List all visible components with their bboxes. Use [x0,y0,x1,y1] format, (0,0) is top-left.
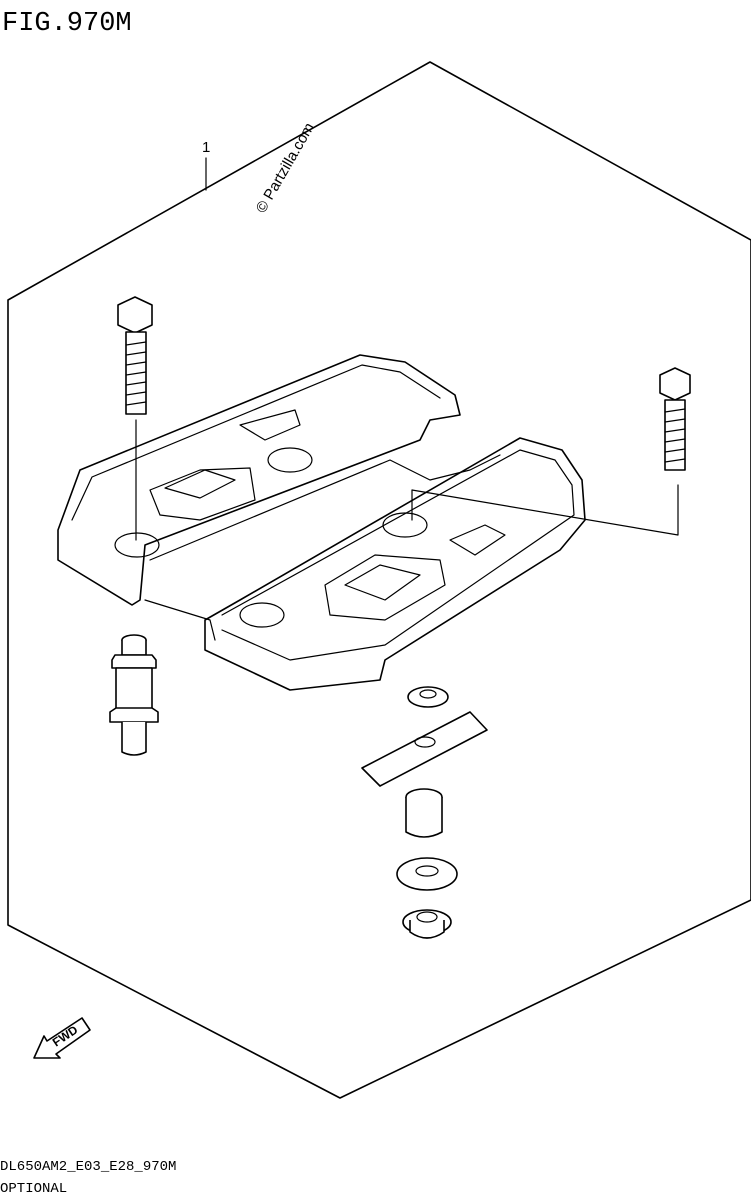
fwd-arrow-icon: FWD [33,1017,91,1059]
kit-boundary-hexagon [7,61,751,1099]
bolt-right-leader [411,484,679,536]
callout-number-1[interactable]: 1 [202,139,210,156]
bolt-right[interactable] [659,367,691,471]
footer-caption: OPTIONAL [0,1181,67,1197]
washer-top[interactable] [407,686,449,708]
figure-title: FIG.970M [2,9,132,39]
flange-nut[interactable] [402,909,452,939]
collar[interactable] [405,788,443,838]
bolt-left[interactable] [117,296,153,415]
flat-plate[interactable] [361,711,488,787]
stud-post[interactable] [109,634,159,756]
footer-code: DL650AM2_E03_E28_970M [0,1159,176,1175]
carrier-plate[interactable] [57,354,586,691]
washer-large[interactable] [396,857,458,891]
watermark: © Partzilla.com [253,120,318,216]
